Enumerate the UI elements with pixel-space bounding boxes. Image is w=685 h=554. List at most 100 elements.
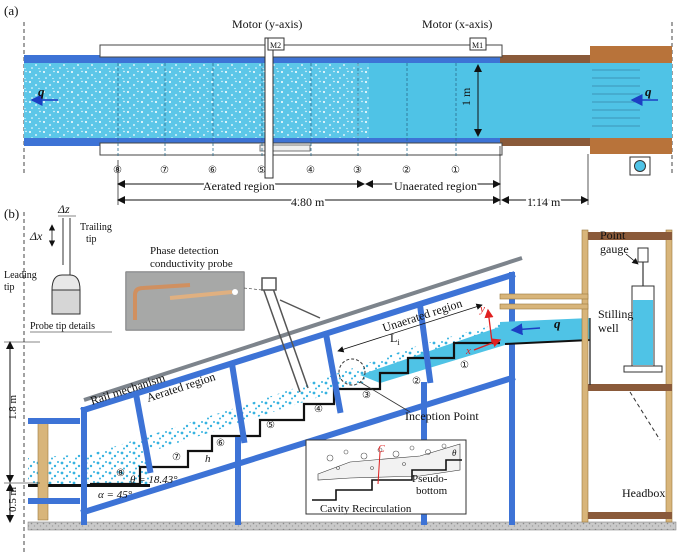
panel-a-label: (a) bbox=[4, 3, 18, 18]
chute-flow-clear bbox=[360, 325, 505, 383]
headbox-mid-beam bbox=[588, 384, 672, 391]
inception-leader bbox=[359, 381, 411, 413]
detail-c-label: C bbox=[378, 444, 385, 455]
inlet-bottom-wall bbox=[500, 138, 590, 146]
width-label: 1 m bbox=[459, 87, 473, 106]
inlet-top-wall bbox=[500, 55, 590, 63]
detail-bubbles bbox=[326, 443, 447, 470]
panel-b: (b) Rail mechanism Aerated r bbox=[4, 202, 677, 554]
svg-text:⑤: ⑤ bbox=[257, 165, 266, 176]
svg-text:⑦: ⑦ bbox=[172, 452, 181, 463]
motor-m1-label: M1 bbox=[472, 41, 483, 50]
station-lines-plan bbox=[117, 63, 457, 158]
svg-text:②: ② bbox=[402, 165, 411, 176]
svg-text:④: ④ bbox=[306, 165, 315, 176]
svg-text:⑥: ⑥ bbox=[208, 165, 217, 176]
motor-m2-label: M2 bbox=[270, 41, 281, 50]
unaerated-region-label-a: Unaerated region bbox=[394, 179, 477, 193]
point-gauge-leader bbox=[625, 253, 639, 265]
headbox-label: Headbox bbox=[622, 486, 665, 500]
alpha-label: α = 45° bbox=[98, 489, 133, 501]
distance-label-2: 1.14 m bbox=[527, 195, 561, 209]
rail-mechanism bbox=[83, 256, 523, 402]
theta-label: θ = 18.43° bbox=[130, 474, 178, 486]
y-axis-beam bbox=[264, 37, 274, 179]
cavity-recirculation-label: Cavity Recirculation bbox=[320, 503, 412, 515]
svg-text:⑧: ⑧ bbox=[116, 468, 125, 479]
probe-carriage bbox=[261, 277, 321, 393]
point-gauge-head bbox=[637, 247, 649, 263]
motor-m1-box bbox=[469, 37, 487, 51]
svg-text:④: ④ bbox=[314, 404, 323, 415]
headbox-diagonal bbox=[629, 391, 661, 441]
delta-x-label: Δx bbox=[29, 229, 43, 243]
svg-text:⑦: ⑦ bbox=[160, 165, 169, 176]
channel-top-wall bbox=[24, 55, 500, 63]
li-label: Li bbox=[390, 331, 400, 347]
distance-label-1: 4.80 m bbox=[291, 195, 325, 209]
step-height-label: h bbox=[205, 453, 211, 465]
channel-bottom-wall bbox=[24, 138, 500, 146]
chute-flow-aerated bbox=[88, 322, 505, 472]
station-numbers-plan: ⑧ ⑦ ⑥ ⑤ ④ ③ ② ① bbox=[113, 165, 460, 176]
svg-text:⑤: ⑤ bbox=[266, 420, 275, 431]
inlet-bed bbox=[504, 339, 591, 345]
probe-rod-photo bbox=[133, 283, 191, 320]
svg-text:①: ① bbox=[460, 360, 469, 371]
li-dimension bbox=[337, 303, 483, 353]
height-label-1: 1.8 m bbox=[7, 395, 19, 421]
station-numbers-section: ⑧ ⑦ ⑥ ⑤ ④ ③ ② ① bbox=[116, 360, 469, 479]
x-axis-label: x bbox=[465, 345, 471, 357]
stilling-well-base bbox=[623, 365, 663, 373]
x-axis-arrow bbox=[473, 338, 502, 351]
panel-b-label: (b) bbox=[4, 206, 19, 221]
detail-theta-label: θ bbox=[452, 448, 457, 458]
svg-text:③: ③ bbox=[353, 165, 362, 176]
headbox-top-beam bbox=[588, 232, 672, 240]
floor bbox=[27, 521, 677, 531]
panel-a: (a) bbox=[4, 3, 673, 211]
y-axis-arrow bbox=[484, 308, 494, 343]
carriage-top-rail bbox=[99, 44, 503, 58]
carriage-slider bbox=[259, 144, 311, 152]
detail-c-line bbox=[377, 451, 381, 485]
headbox-water-plan bbox=[590, 63, 672, 138]
aerated-region-label-a: Aerated region bbox=[203, 179, 275, 193]
motor-m2-box bbox=[267, 37, 285, 51]
tail-beam-top bbox=[28, 418, 80, 424]
chute-frame bbox=[80, 271, 516, 525]
height-label-2: 0.5 m bbox=[7, 487, 19, 513]
svg-text:⑧: ⑧ bbox=[113, 165, 122, 176]
flow-q-left: q bbox=[38, 84, 45, 99]
delta-z-label: Δz bbox=[57, 202, 70, 216]
probe-tip-details-label: Probe tip details bbox=[30, 321, 95, 332]
probe-needle-photo bbox=[169, 290, 233, 300]
stepped-spillway-profile bbox=[90, 341, 505, 486]
detail-flow bbox=[317, 443, 461, 481]
flow-q-right: q bbox=[645, 84, 652, 99]
tail-beam-bottom bbox=[28, 498, 80, 504]
pump-icon bbox=[634, 160, 646, 172]
detail-steps bbox=[312, 459, 462, 501]
inception-circle bbox=[338, 358, 366, 386]
stilling-well-water bbox=[633, 300, 653, 365]
motor-x-label: Motor (x-axis) bbox=[422, 17, 492, 31]
motor-y-label: Motor (y-axis) bbox=[232, 17, 302, 31]
headbox-frame bbox=[499, 229, 673, 523]
tailwater-floor bbox=[28, 484, 150, 487]
y-axis-label: y bbox=[479, 303, 485, 315]
flow-arrow-b bbox=[510, 323, 541, 336]
svg-text:②: ② bbox=[412, 376, 421, 387]
headbox-bottom-beam bbox=[588, 512, 672, 519]
svg-text:③: ③ bbox=[362, 390, 371, 401]
pseudo-bottom-label: Pseudo-bottom bbox=[412, 473, 448, 497]
aerated-flow-plan bbox=[24, 63, 369, 138]
